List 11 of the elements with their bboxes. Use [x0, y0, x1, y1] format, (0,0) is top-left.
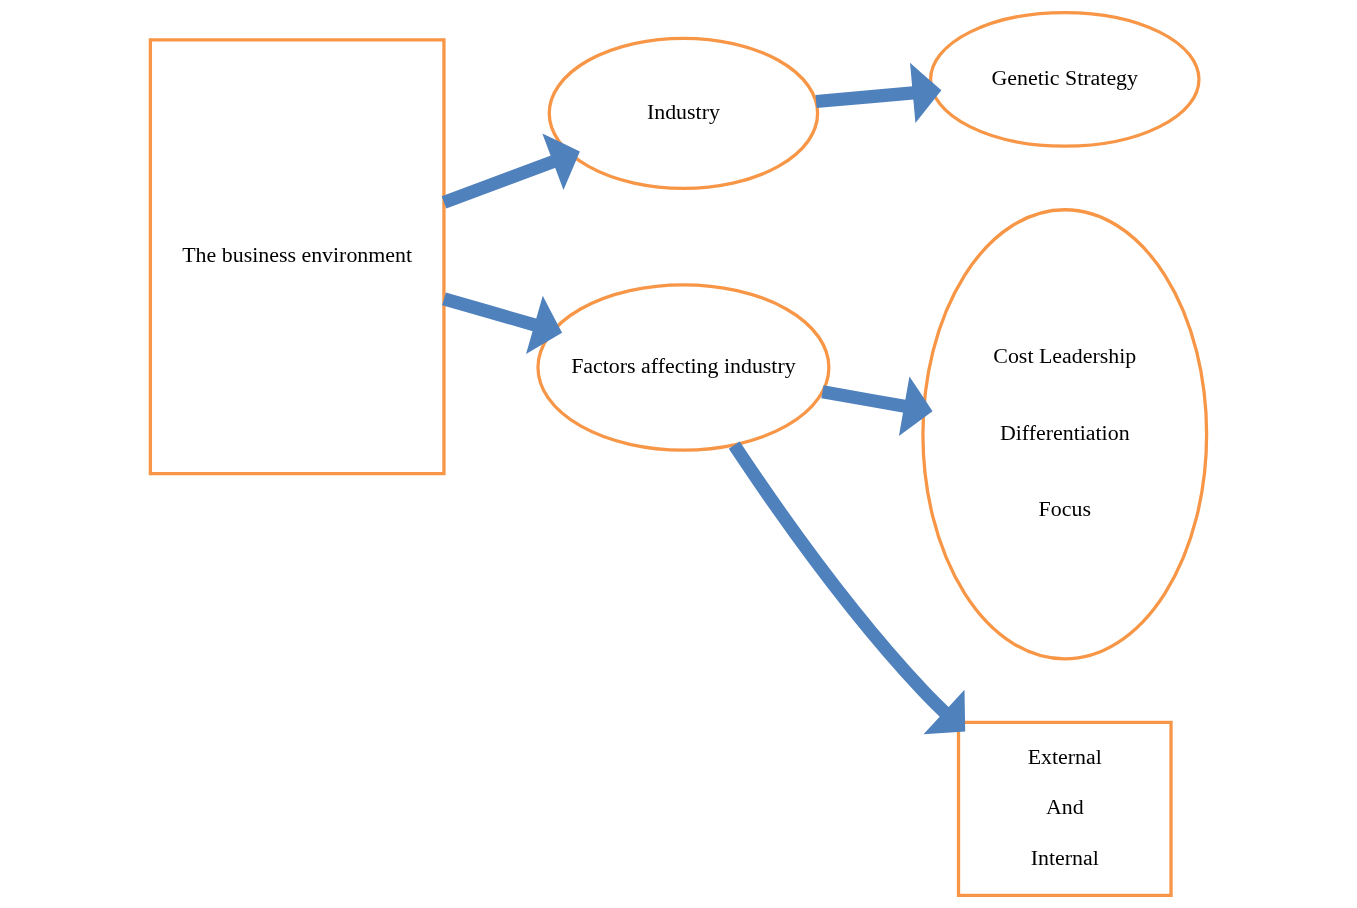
node-box: The business environment — [148, 38, 446, 476]
arrow — [441, 133, 580, 209]
node-box: External And Internal — [956, 720, 1173, 898]
node-ellipse: Industry — [547, 36, 820, 191]
node-ellipse: Genetic Strategy — [928, 10, 1201, 148]
node-ellipse: Cost Leadership Differentiation Focus — [921, 208, 1209, 661]
arrow — [821, 376, 933, 436]
arrow — [442, 292, 563, 354]
node-ellipse: Factors affecting industry — [536, 283, 831, 452]
arrow — [815, 62, 942, 123]
arrow — [728, 441, 966, 735]
